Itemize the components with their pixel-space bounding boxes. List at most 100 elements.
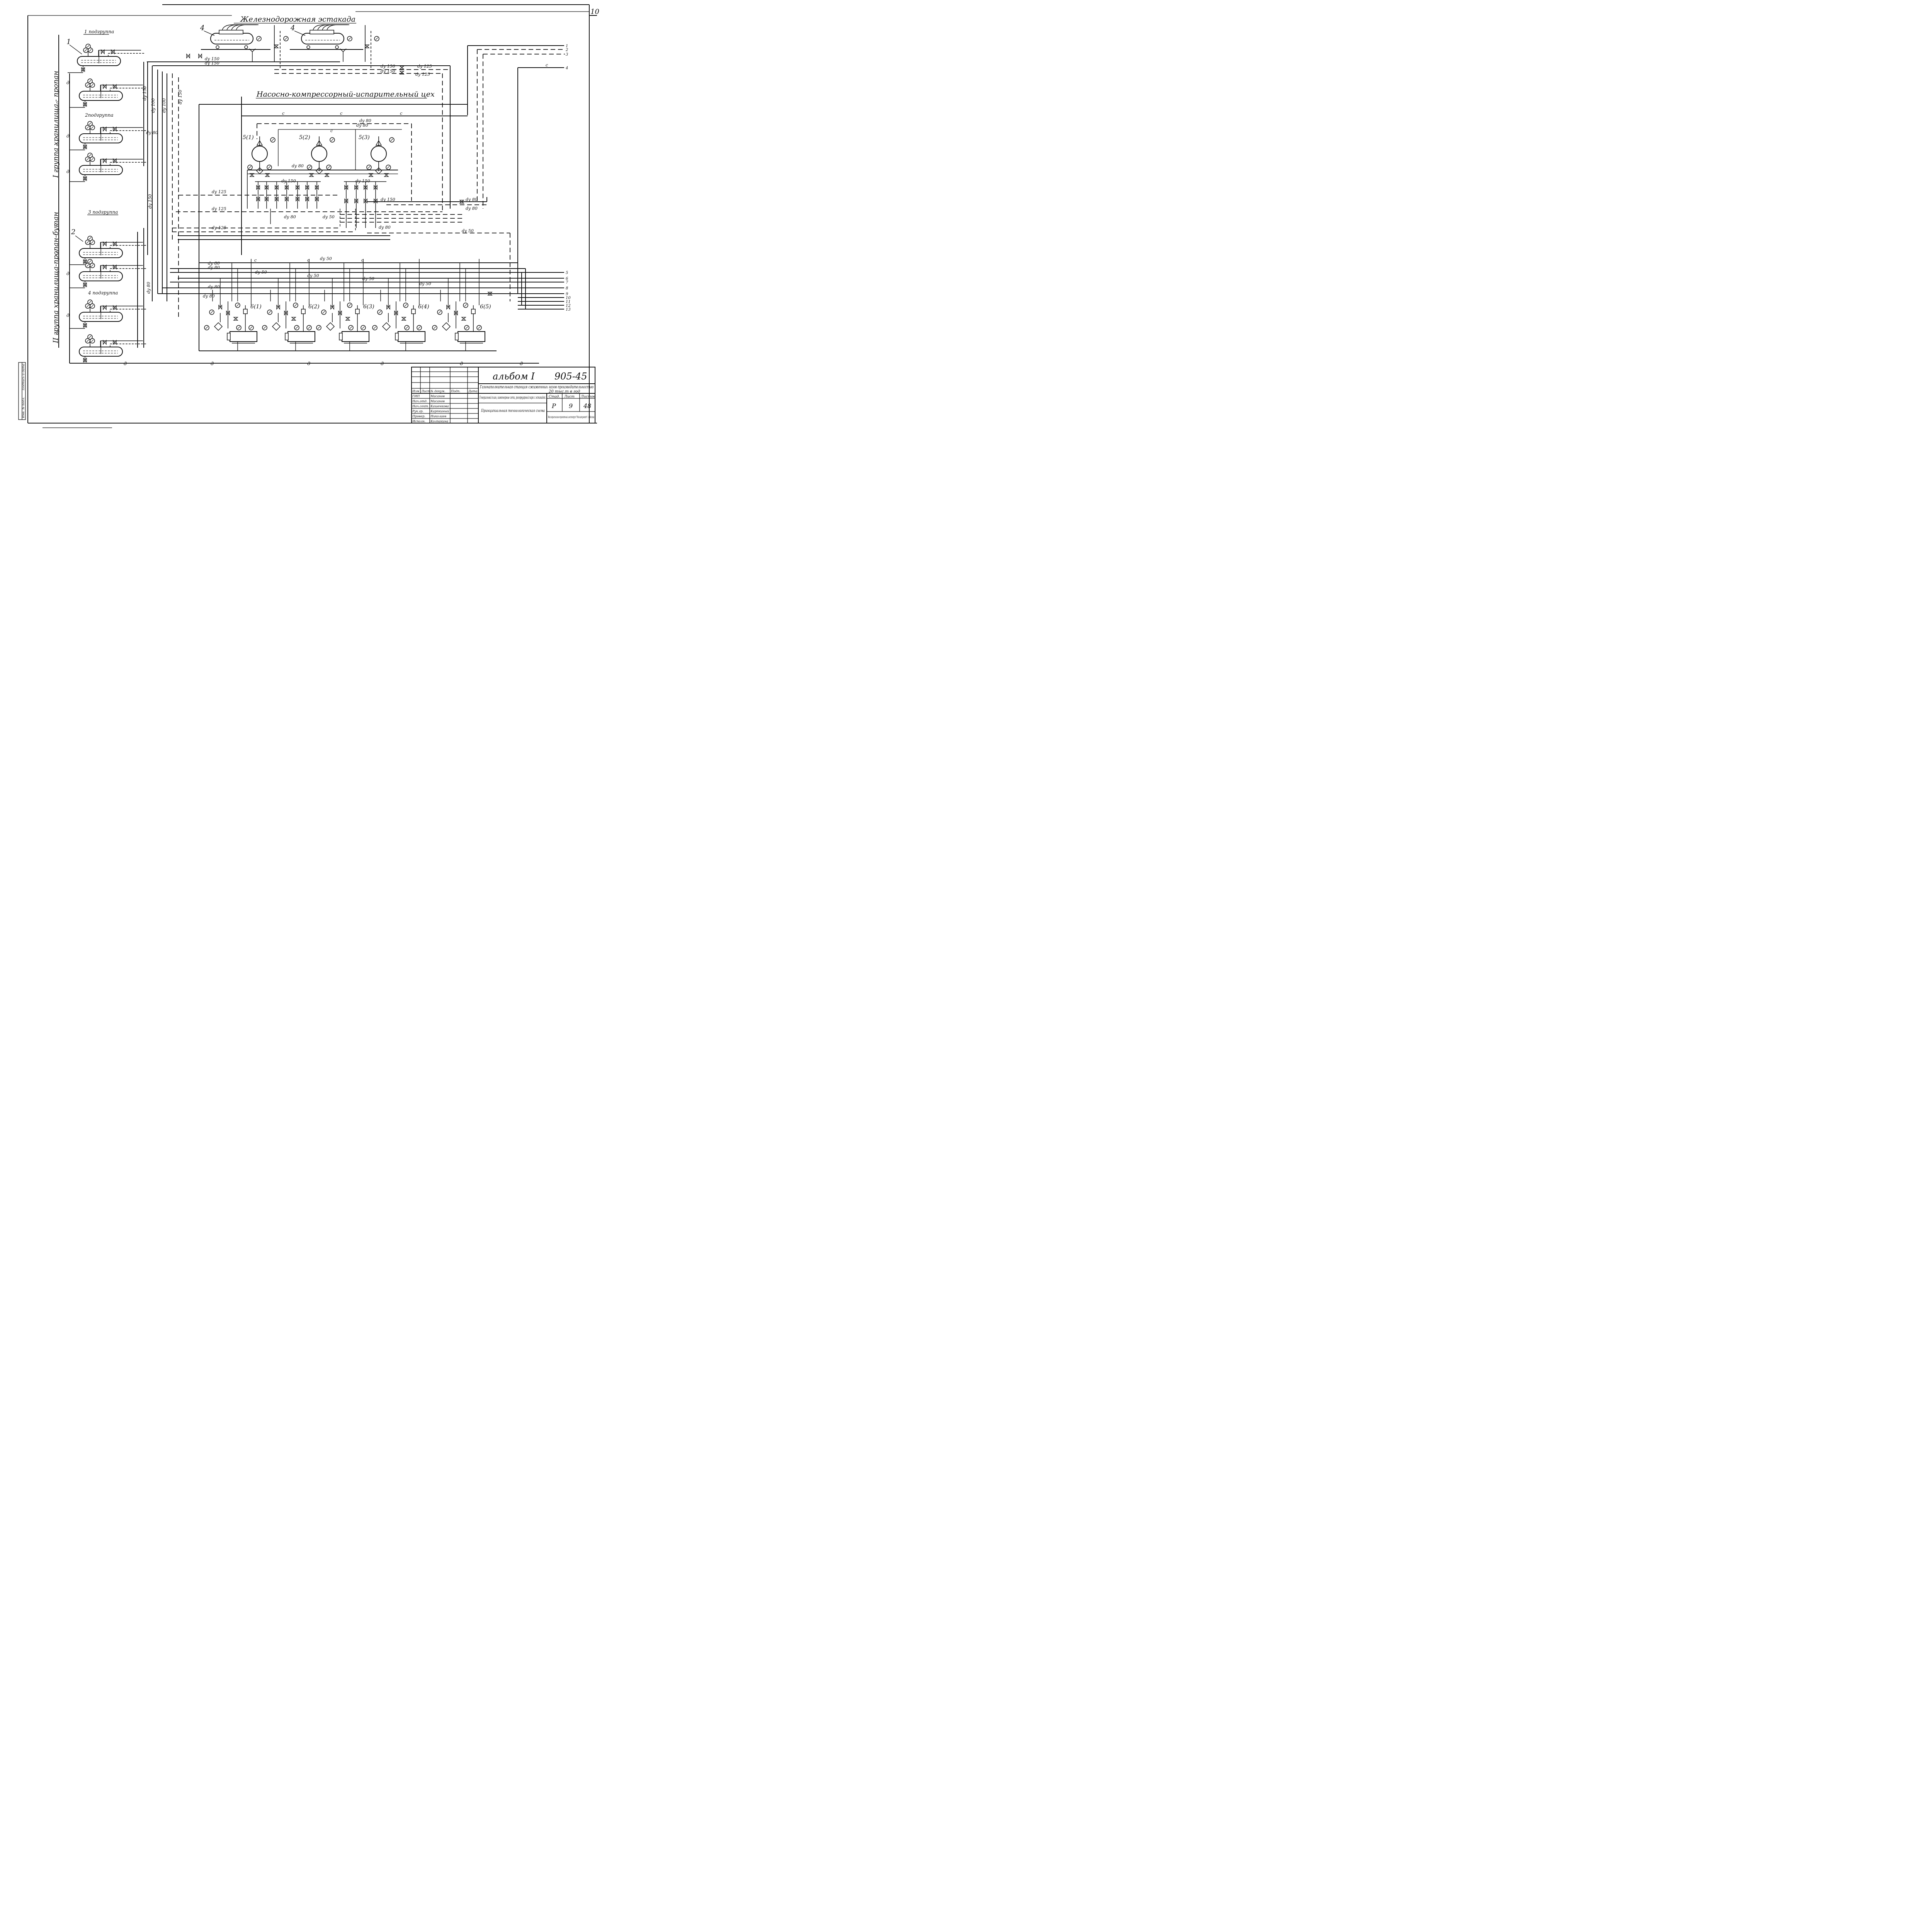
pump-label-2: 6(2) — [308, 304, 320, 310]
valve-icon — [399, 66, 405, 70]
valve-icon — [113, 84, 117, 89]
valve-icon — [461, 317, 466, 321]
pipe-label: dy 80 — [359, 118, 371, 123]
svg-text:c: c — [56, 329, 59, 334]
valve-icon — [265, 173, 270, 177]
title-block-header: Лист — [421, 389, 430, 393]
title-block-role: Рук.гр. — [412, 410, 423, 413]
pipe-label: dy 80 — [379, 225, 391, 230]
pipe-label: dy 80 — [203, 294, 215, 299]
pipe-label: dy 150 — [281, 179, 296, 184]
line-number: 11 — [566, 300, 571, 304]
valve-icon — [83, 259, 87, 264]
riser-label-e: dy 150 — [148, 194, 153, 209]
title-block-role: Исполн. — [412, 420, 425, 423]
valve-icon — [186, 53, 190, 59]
valve-icon — [103, 84, 107, 89]
pipe-label: dy 150 — [355, 179, 370, 184]
pipe-label: dy 50 — [323, 214, 335, 219]
filter-icon — [442, 322, 451, 331]
sheets-label: Листов — [580, 395, 595, 399]
valve-icon — [344, 185, 348, 190]
subgroup3-label: 3 подгруппа — [88, 209, 118, 215]
valve-icon — [83, 102, 87, 107]
title-block-role: ГИП — [412, 395, 420, 398]
subgroup1-label: 1 подгруппа — [84, 29, 114, 34]
pump-motor-icon — [342, 331, 369, 342]
valve-icon — [305, 196, 309, 202]
valve-icon — [344, 198, 348, 204]
valve-icon — [103, 264, 107, 270]
svg-text:c: c — [56, 99, 59, 105]
valve-icon — [83, 144, 87, 150]
pipe-label: c — [361, 258, 364, 263]
line-number: 9 — [566, 292, 568, 296]
pipe-label: c — [400, 111, 402, 116]
pipe-label: dy 50 — [320, 256, 332, 261]
valve-icon — [364, 44, 370, 48]
triangle-icon — [256, 140, 263, 146]
svg-text:д: д — [520, 361, 523, 367]
valve-icon — [113, 340, 117, 345]
pipe-label: dy 80 — [146, 130, 158, 135]
pipe-label: dy 125 — [415, 72, 430, 77]
compressor-icon — [371, 146, 387, 162]
pipe-label: dy 80 — [466, 197, 478, 202]
svg-text:c: c — [56, 222, 59, 228]
rail-tank-label-b: 4 — [290, 24, 295, 32]
valve-icon — [113, 264, 117, 270]
valve-icon — [315, 196, 319, 202]
title-block-name: Масанов — [430, 395, 445, 398]
pump-label-1: 6(1) — [250, 304, 262, 310]
compressors — [247, 136, 395, 177]
valve-icon — [265, 196, 269, 202]
title-block-roles: ГИПНач.отд.Нач.сект.Рук.гр.Провер.Исполн… — [412, 395, 449, 423]
rail-tank-label-a: 4 — [200, 24, 204, 32]
svg-text:д: д — [66, 313, 70, 318]
drawing-name: Принципиальная технологическая схема — [481, 409, 545, 413]
project-title: Газонаполнительная станция сжиженных газ… — [480, 384, 594, 389]
riser-label-f: dy 80 — [146, 282, 151, 294]
tank-risers — [137, 62, 179, 348]
pump-motor-icon — [287, 331, 315, 342]
album-label: альбом I — [493, 371, 535, 382]
line-number: 12 — [566, 304, 571, 308]
tank-label-2: 2 — [71, 228, 75, 236]
pump-shop-heading: Насосно-компрессорный-испарительный цех — [256, 90, 435, 99]
riser-label-b: dy 100 — [151, 98, 156, 113]
sheets-value: 48 — [583, 402, 591, 410]
valve-icon — [364, 185, 367, 190]
valve-icon — [345, 317, 350, 321]
svg-text:д: д — [211, 361, 214, 367]
valve-icon — [368, 173, 374, 177]
sheet-value: 9 — [569, 402, 573, 410]
valve-icon — [83, 357, 87, 363]
title-block-name: Масанов — [430, 400, 445, 403]
stage-value: Р — [551, 402, 556, 410]
valve-icon — [249, 173, 255, 177]
pipe-label: dy 150 — [205, 56, 219, 61]
valve-icon — [113, 158, 117, 163]
valve-icon — [275, 185, 279, 190]
left-collectors — [58, 35, 539, 364]
compressor-label-3: 5(3) — [359, 134, 370, 141]
pipe-label: dy 150 — [381, 197, 395, 202]
check-valve-icon — [355, 309, 360, 314]
valve-icon — [113, 241, 117, 247]
title-block-header: Изм — [412, 389, 419, 393]
organization: Мосгорисполком проектный институт "Мосга… — [548, 415, 595, 419]
valve-icon — [83, 176, 87, 181]
valve-icon — [256, 196, 260, 202]
sheet-label: Лист — [564, 395, 575, 399]
valve-icon — [274, 44, 279, 48]
title-block-role: Нач.отд. — [412, 400, 427, 403]
valve-icon — [401, 317, 406, 321]
pipe-label: dy 50 — [362, 276, 374, 281]
svg-text:c: c — [56, 249, 59, 254]
valve-icon — [113, 126, 117, 132]
main-headers — [147, 45, 565, 351]
valve-manifolds — [186, 53, 493, 296]
valve-icon — [354, 185, 358, 190]
valve-icon — [111, 49, 115, 54]
title-block-name: Кашенкова — [430, 405, 449, 408]
